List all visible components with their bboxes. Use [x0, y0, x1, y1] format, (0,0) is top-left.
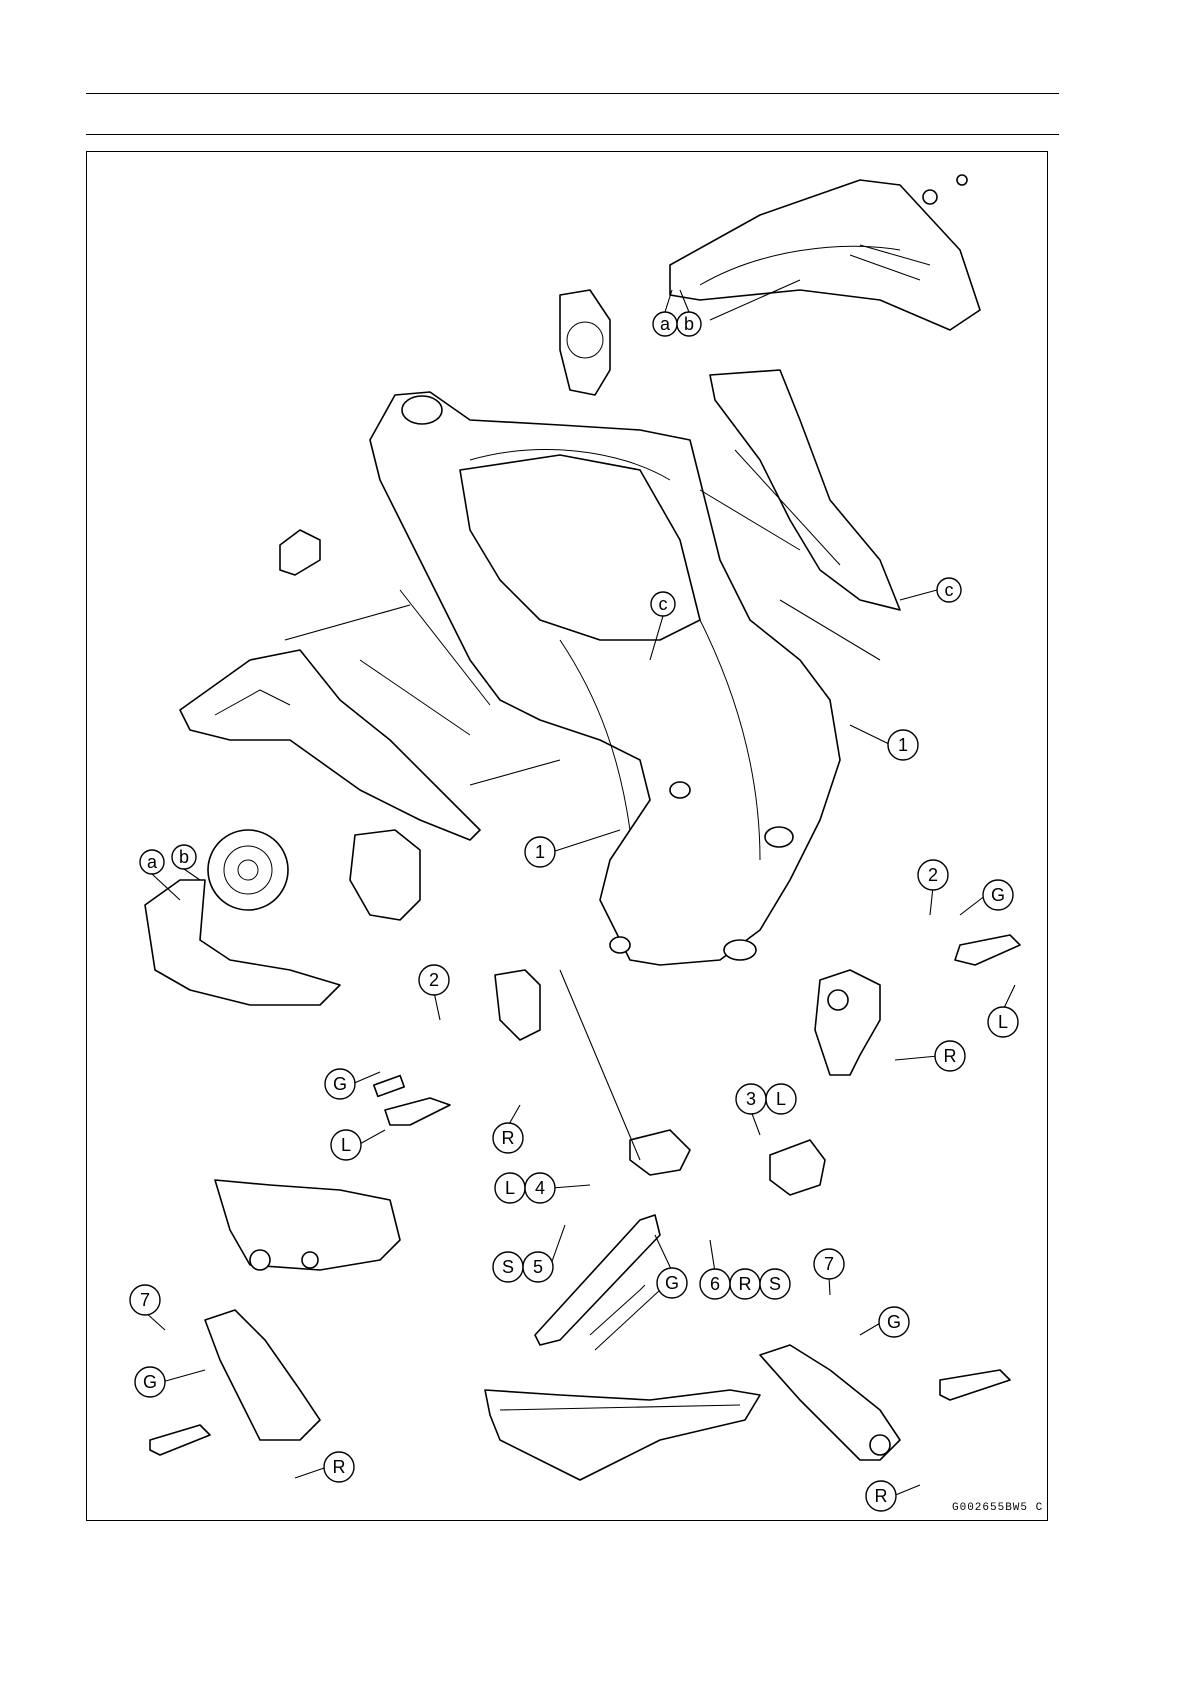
- callout-7-left: 7: [130, 1285, 160, 1315]
- svg-text:G: G: [143, 1372, 157, 1392]
- callout-G-rear-left: G: [135, 1367, 165, 1397]
- left-mid-bracket: [350, 830, 420, 920]
- right-side-cover: [670, 175, 980, 330]
- svg-text:1: 1: [535, 842, 545, 862]
- callout-R-6: R: [730, 1269, 760, 1299]
- svg-text:R: R: [502, 1128, 515, 1148]
- callout-6: 6: [700, 1269, 730, 1299]
- right-rear-peg: [760, 1345, 1010, 1460]
- svg-text:a: a: [660, 314, 671, 334]
- callout-L-left: L: [331, 1130, 361, 1160]
- callout-5: 5: [523, 1252, 553, 1282]
- side-stand: [535, 1130, 690, 1350]
- svg-text:b: b: [179, 847, 189, 867]
- right-footpeg-assembly: [815, 935, 1020, 1075]
- callout-a-left: a: [140, 850, 164, 874]
- callout-S-6: S: [760, 1269, 790, 1299]
- sidestand-switch: [770, 1140, 825, 1195]
- svg-text:4: 4: [535, 1178, 545, 1198]
- callout-3: 3: [736, 1084, 766, 1114]
- callout-2-right: 2: [918, 860, 948, 890]
- callout-c-right: c: [937, 578, 961, 602]
- callout-4: 4: [525, 1173, 555, 1203]
- callout-L-3: L: [766, 1084, 796, 1114]
- callout-b-top: b: [677, 312, 701, 336]
- svg-text:R: R: [875, 1486, 888, 1506]
- svg-text:L: L: [998, 1012, 1008, 1032]
- svg-text:2: 2: [928, 865, 938, 885]
- svg-text:b: b: [684, 314, 694, 334]
- callout-R-right: R: [935, 1041, 965, 1071]
- callout-7-right: 7: [814, 1249, 844, 1279]
- callout-G-right: G: [983, 880, 1013, 910]
- svg-text:L: L: [776, 1089, 786, 1109]
- sprocket-cover: [560, 290, 610, 395]
- rear-subframe: [485, 1390, 760, 1480]
- svg-text:1: 1: [898, 735, 908, 755]
- callout-L-4: L: [495, 1173, 525, 1203]
- svg-text:3: 3: [746, 1089, 756, 1109]
- svg-text:L: L: [505, 1178, 515, 1198]
- callout-G-left: G: [325, 1069, 355, 1099]
- callout-R-center: R: [493, 1123, 523, 1153]
- left-top-bracket: [280, 530, 320, 575]
- callout-1-center: 1: [525, 837, 555, 867]
- callout-a-top: a: [653, 312, 677, 336]
- svg-text:G: G: [333, 1074, 347, 1094]
- callout-S-5: S: [493, 1252, 523, 1282]
- callout-b-left: b: [172, 845, 196, 869]
- svg-text:2: 2: [429, 970, 439, 990]
- left-rear-bracket: [215, 1180, 400, 1270]
- right-inner-panel: [700, 370, 900, 610]
- callout-L-right: L: [988, 1007, 1018, 1037]
- left-rear-peg: [150, 1310, 320, 1455]
- callout-R-rear-right: R: [866, 1481, 896, 1511]
- svg-text:7: 7: [824, 1254, 834, 1274]
- svg-text:S: S: [769, 1274, 781, 1294]
- svg-text:G: G: [887, 1312, 901, 1332]
- callout-G-rear-right: G: [879, 1307, 909, 1337]
- svg-text:G: G: [991, 885, 1005, 905]
- callout-2-left: 2: [419, 965, 449, 995]
- svg-text:5: 5: [533, 1257, 543, 1277]
- callout-1-right: 1: [888, 730, 918, 760]
- svg-text:6: 6: [710, 1274, 720, 1294]
- svg-text:a: a: [147, 852, 158, 872]
- svg-text:7: 7: [140, 1290, 150, 1310]
- svg-text:L: L: [341, 1135, 351, 1155]
- callout-c-center: c: [651, 592, 675, 616]
- callout-R-rear-left: R: [324, 1452, 354, 1482]
- svg-text:R: R: [333, 1457, 346, 1477]
- left-footpeg-assembly: [374, 970, 540, 1125]
- figure-code: G002655BW5 C: [952, 1502, 1043, 1514]
- svg-text:G: G: [665, 1273, 679, 1293]
- left-side-cover: [180, 590, 490, 840]
- callout-G-stand: G: [657, 1268, 687, 1298]
- svg-text:R: R: [944, 1046, 957, 1066]
- svg-text:c: c: [945, 580, 954, 600]
- svg-text:R: R: [739, 1274, 752, 1294]
- svg-text:c: c: [659, 594, 668, 614]
- svg-text:S: S: [502, 1257, 514, 1277]
